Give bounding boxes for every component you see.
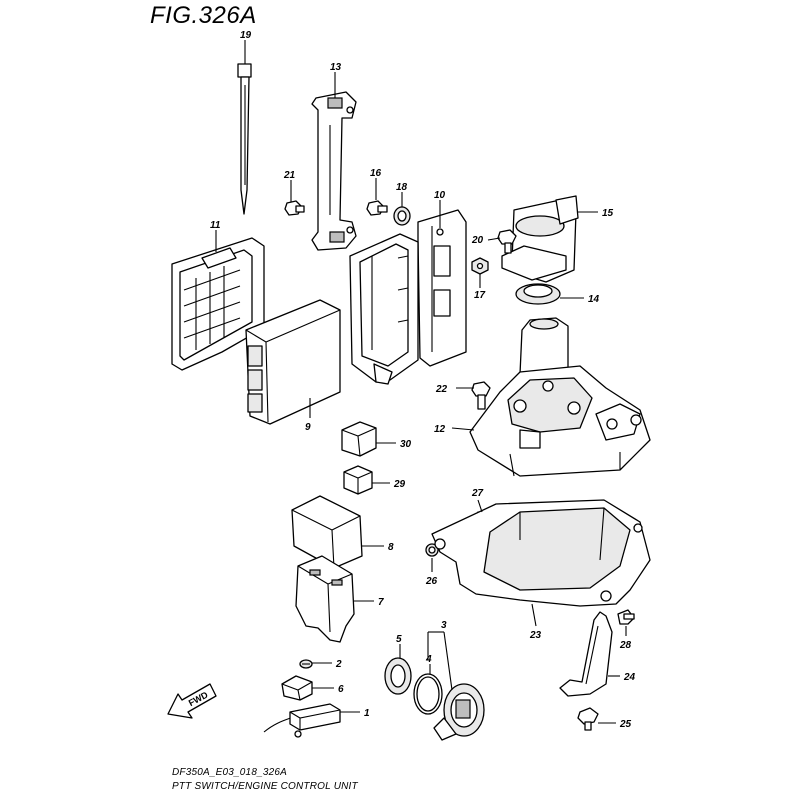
part-2-screw <box>299 659 313 669</box>
part-5-washer <box>384 657 412 695</box>
callout-13: 13 <box>330 62 342 73</box>
part-14-seal <box>515 283 561 305</box>
part-28-bolt <box>617 609 635 625</box>
callout-8: 8 <box>388 542 394 553</box>
part-26-collar <box>425 543 439 557</box>
figure-title: FIG.326A <box>150 2 257 29</box>
figure-subtitle: PTT SWITCH/ENGINE CONTROL UNIT <box>172 781 358 792</box>
part-17-nut <box>471 257 489 275</box>
part-16-bolt <box>366 200 388 216</box>
part-30-relay <box>341 421 377 457</box>
callout-12: 12 <box>434 424 446 435</box>
part-9-holder-frame <box>349 233 419 385</box>
callout-28: 28 <box>619 640 632 651</box>
callout-1: 1 <box>364 708 370 719</box>
callout-labels: 19 13 21 16 18 10 15 20 11 17 14 9 22 12… <box>210 30 636 730</box>
callout-7: 7 <box>378 597 384 608</box>
part-4-o-ring <box>413 673 443 715</box>
part-25-bolt <box>577 707 599 731</box>
part-21-bolt <box>284 200 305 216</box>
part-22-bolt <box>471 381 491 410</box>
part-12-switch-housing <box>469 317 651 477</box>
callout-23: 23 <box>529 630 542 641</box>
part-19-cable-tie <box>237 63 252 215</box>
callout-17: 17 <box>474 290 486 301</box>
callout-20: 20 <box>471 235 484 246</box>
callout-2: 2 <box>335 659 342 670</box>
part-23-bracket <box>431 499 651 607</box>
part-15-relay <box>501 195 579 283</box>
callout-25: 25 <box>619 719 632 730</box>
part-10-plate-bracket <box>417 209 467 367</box>
part-29-relay <box>343 465 373 495</box>
callout-22: 22 <box>435 384 448 395</box>
ecu-module <box>245 299 341 425</box>
leader-lines <box>215 40 627 724</box>
callout-11: 11 <box>210 220 221 231</box>
part-13-bracket <box>311 91 357 251</box>
figure-code: DF350A_E03_018_326A <box>172 767 288 778</box>
callout-14: 14 <box>588 294 600 305</box>
callout-4: 4 <box>425 654 432 665</box>
part-1-harness <box>263 703 341 738</box>
callout-18: 18 <box>396 182 408 193</box>
fwd-arrow-icon: FWD <box>167 683 217 719</box>
part-3-switch <box>433 683 485 741</box>
callout-26: 26 <box>425 576 438 587</box>
part-24-bracket <box>559 611 613 697</box>
callout-5: 5 <box>396 634 402 645</box>
callout-9: 9 <box>305 422 311 433</box>
part-18-grommet <box>393 206 411 226</box>
callout-29: 29 <box>393 479 406 490</box>
callout-30: 30 <box>400 439 412 450</box>
part-8-cover <box>291 495 363 569</box>
part-6-clamp <box>281 675 313 701</box>
callout-10: 10 <box>434 190 446 201</box>
callout-19: 19 <box>240 30 252 41</box>
callout-21: 21 <box>283 170 296 181</box>
callout-16: 16 <box>370 168 382 179</box>
callout-24: 24 <box>623 672 636 683</box>
callout-6: 6 <box>338 684 344 695</box>
callout-27: 27 <box>471 488 484 499</box>
part-7-fuse-box <box>295 555 355 643</box>
callout-3: 3 <box>441 620 447 631</box>
part-11-ecu-case <box>171 237 265 371</box>
callout-15: 15 <box>602 208 614 219</box>
